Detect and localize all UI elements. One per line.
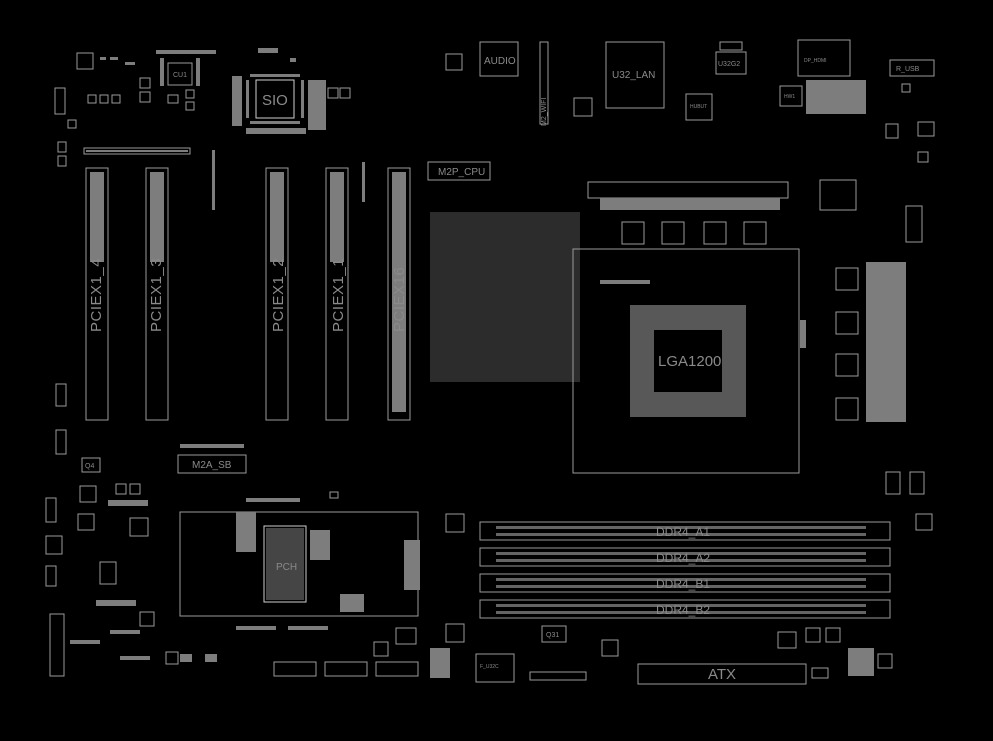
pch-label: PCH <box>276 562 297 573</box>
audio-label: AUDIO <box>484 56 516 67</box>
pciex1-2-label: PCIEX1_2 <box>270 258 287 332</box>
bottom-usb-connectors <box>273 661 419 677</box>
m2p-cpu-label: M2P_CPU <box>438 167 485 178</box>
q31-label: Q31 <box>546 632 559 639</box>
m2p-cpu-connector: M2P_CPU <box>427 161 491 181</box>
m2a-sb-connector: M2A_SB <box>177 444 247 474</box>
ddr4-slot-b1: DDR4_B1 <box>479 573 891 593</box>
ddr4-b2-label: DDR4_B2 <box>656 603 710 617</box>
top-right-small <box>885 83 935 243</box>
pciex16-label: PCIEX16 <box>391 267 408 332</box>
ddr4-b1-label: DDR4_B1 <box>656 577 710 591</box>
cpu-socket: LGA1200 <box>572 248 806 474</box>
sio-label: SIO <box>262 92 288 109</box>
pciex1-4-label: PCIEX1_4 <box>88 258 105 332</box>
u32g2-connector: U32G2 <box>715 41 747 75</box>
pcie-slot-1x3: PCIEX1_3 <box>145 167 169 421</box>
cu1-label: CU1 <box>173 72 187 79</box>
hubut-label: HUBUT <box>690 104 707 110</box>
ddr4-a1-label: DDR4_A1 <box>656 525 710 539</box>
pciex1-3-label: PCIEX1_3 <box>148 258 165 332</box>
lan-usb-stack: U32_LAN HUBUT <box>573 41 713 121</box>
m2-wifi-slot: M2_WIFI <box>539 41 549 126</box>
header-row <box>83 147 191 155</box>
top-left-components <box>54 52 195 167</box>
m2-wifi-label: M2_WIFI <box>541 98 548 126</box>
pcie-slot-1x1: PCIEX1_1 <box>325 167 349 421</box>
r-usb-connector: R_USB <box>889 59 935 77</box>
lower-components: Q31 F_U32C <box>430 471 933 683</box>
r-usb-label: R_USB <box>896 66 920 73</box>
atx-connector: ATX <box>637 663 807 685</box>
cu1-chip: CU1 <box>156 50 216 86</box>
ddr4-slot-a1: DDR4_A1 <box>479 521 891 541</box>
u32g2-label: U32G2 <box>718 61 740 68</box>
left-column-components: Q4 <box>45 383 217 677</box>
pcie-slot-1x2: PCIEX1_2 <box>265 167 289 421</box>
pcie-slot-x16: PCIEX16 <box>387 167 411 421</box>
audio-jack: AUDIO <box>445 41 519 77</box>
ddr4-slot-b2: DDR4_B2 <box>479 599 891 619</box>
atx-label: ATX <box>708 666 736 683</box>
ddr4-a2-label: DDR4_A2 <box>656 551 710 565</box>
q4-label: Q4 <box>85 463 94 470</box>
m2a-sb-label: M2A_SB <box>192 460 232 471</box>
pciex1-1-label: PCIEX1_1 <box>330 258 347 332</box>
dp-hdmi-connector: DP_HDMI <box>797 39 851 77</box>
ddr4-slot-a2: DDR4_A2 <box>479 547 891 567</box>
vrm-area <box>430 179 906 422</box>
hw1-label: HW1 <box>784 94 795 100</box>
hw1-chip: HW1 <box>779 80 866 114</box>
u32-lan-label: U32_LAN <box>612 70 655 81</box>
f-u32c-label: F_U32C <box>480 664 499 670</box>
cpu-socket-label: LGA1200 <box>658 353 721 370</box>
dp-hdmi-label: DP_HDMI <box>804 58 827 64</box>
pch-region: PCH <box>179 491 420 657</box>
pcie-slot-1x4: PCIEX1_4 <box>85 167 109 421</box>
sio-chip: SIO <box>232 48 351 134</box>
